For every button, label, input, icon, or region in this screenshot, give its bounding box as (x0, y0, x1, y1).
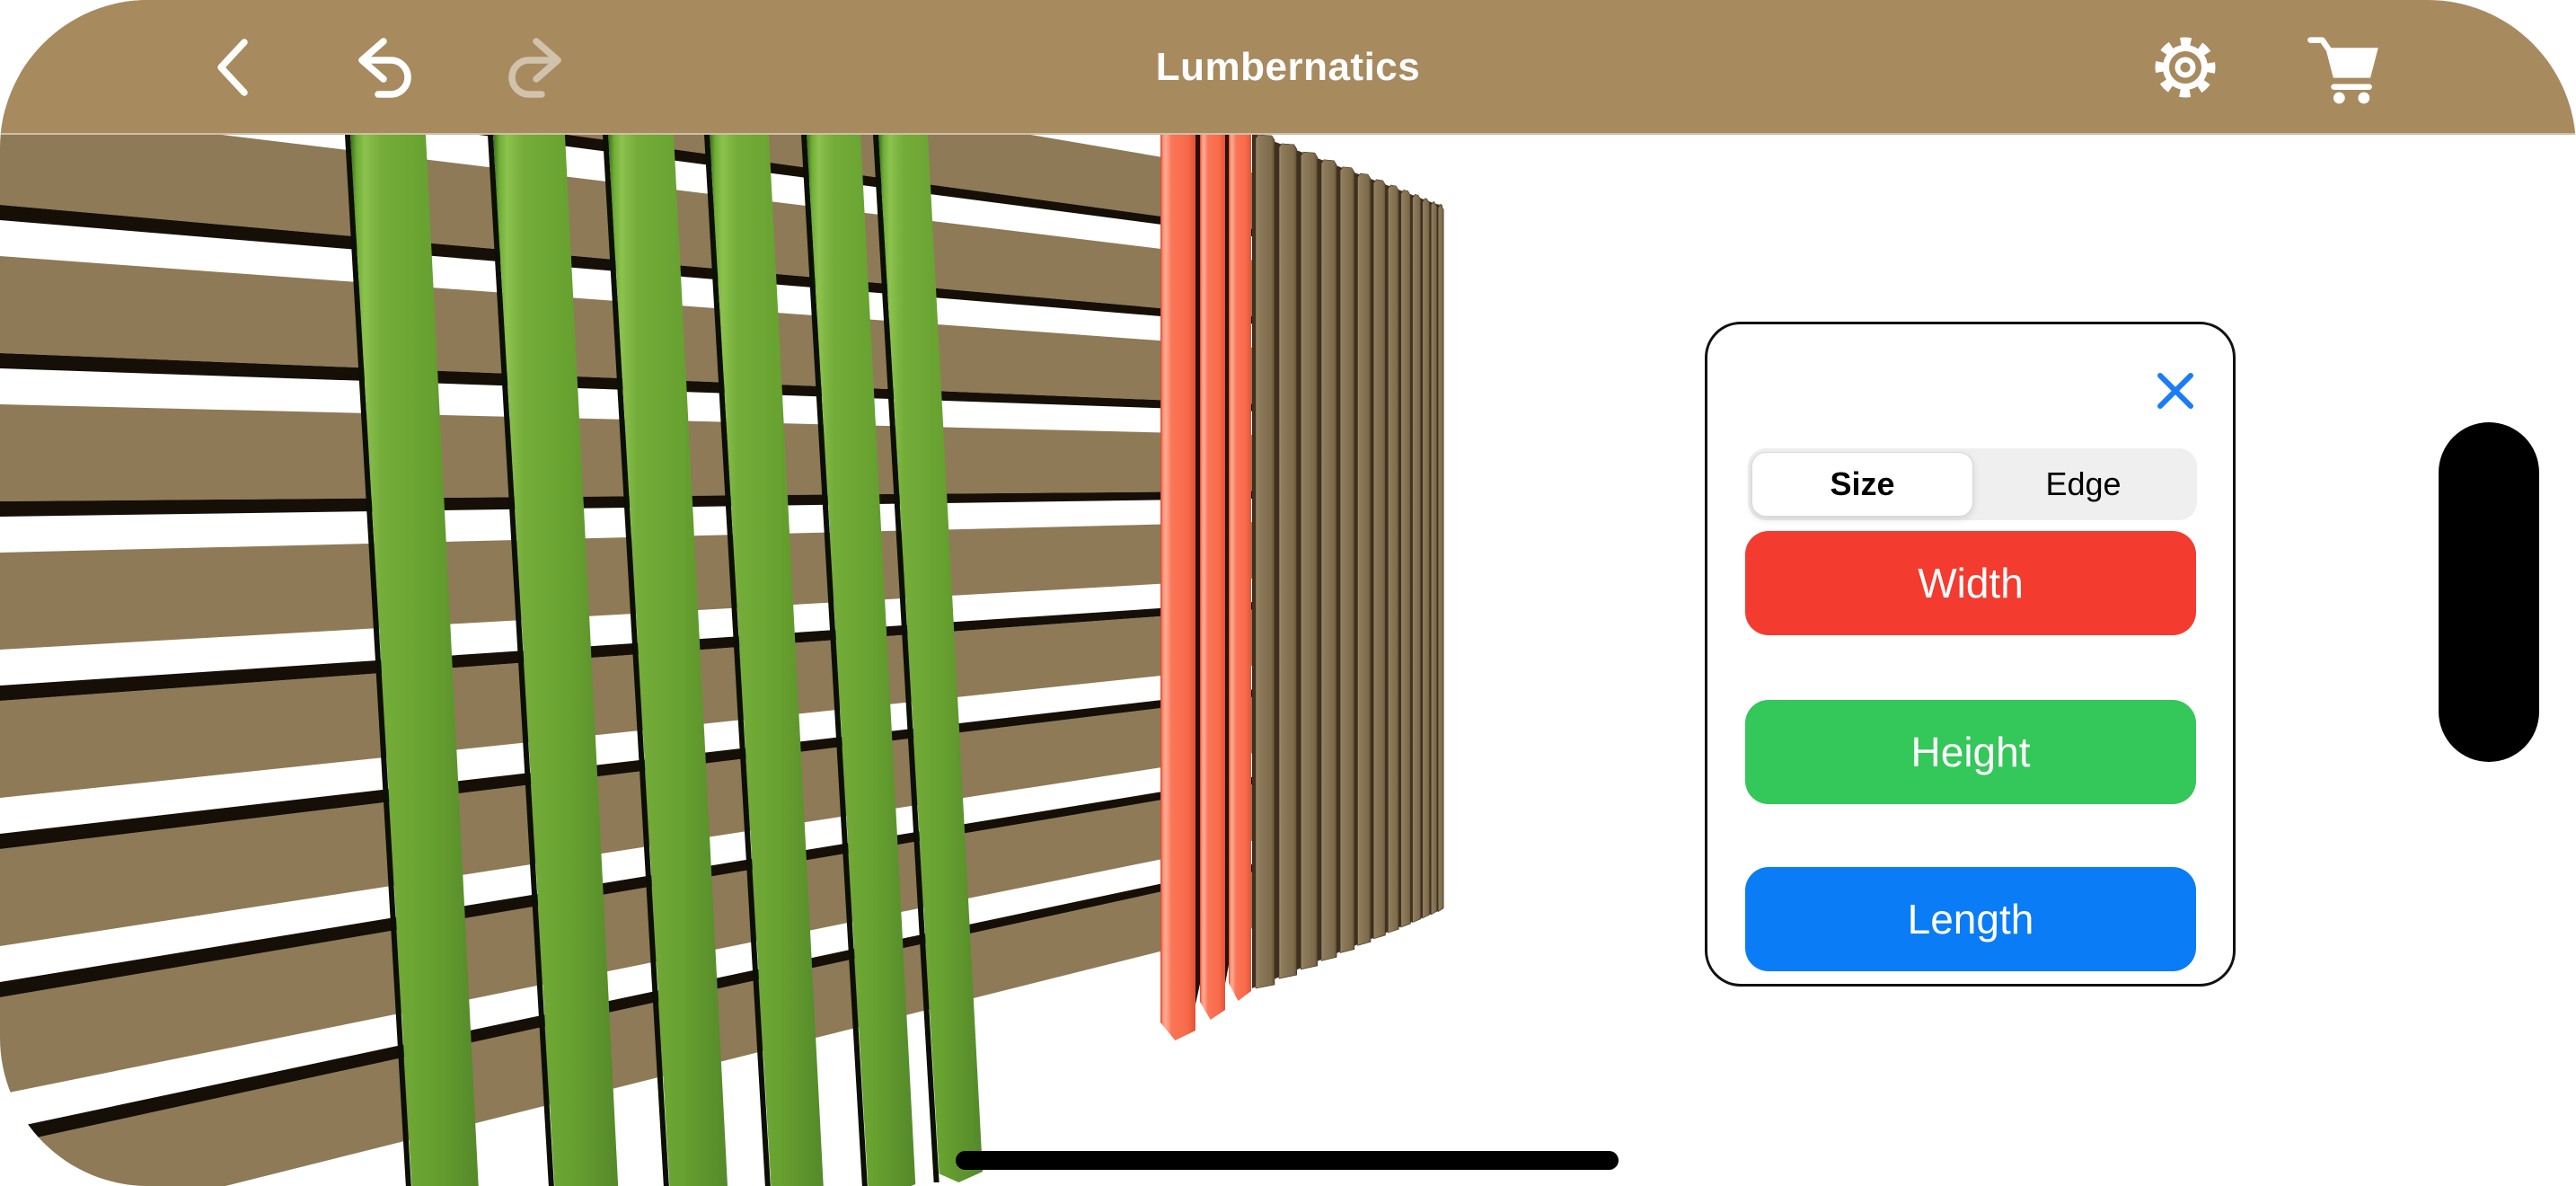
home-indicator[interactable] (956, 1151, 1619, 1170)
tab-size[interactable]: Size (1751, 452, 1973, 517)
dimension-panel: Size Edge Width Height Length (1705, 322, 2236, 987)
gear-icon (2144, 26, 2227, 109)
green-boards (345, 135, 984, 1186)
length-button[interactable]: Length (1745, 867, 2196, 971)
back-button[interactable] (193, 18, 274, 117)
segmented-control: Size Edge (1748, 448, 2197, 520)
corner-shadow (0, 1161, 54, 1186)
brown-boards (1255, 134, 1444, 989)
nav-right-group (2145, 0, 2387, 135)
shopping-cart-icon (2305, 30, 2389, 105)
settings-button[interactable] (2145, 18, 2226, 117)
dynamic-island (2439, 422, 2539, 762)
undo-icon (348, 31, 421, 104)
undo-button[interactable] (344, 18, 425, 117)
height-button[interactable]: Height (1745, 700, 2196, 804)
redo-button[interactable] (495, 18, 576, 117)
width-button[interactable]: Width (1745, 531, 2196, 635)
chevron-left-icon (210, 35, 257, 100)
nav-bar: Lumbernatics (0, 0, 2576, 135)
redo-icon (498, 31, 572, 104)
tab-edge[interactable]: Edge (2045, 465, 2122, 502)
close-icon (2152, 373, 2199, 417)
cart-button[interactable] (2307, 18, 2387, 117)
close-button[interactable] (2152, 367, 2199, 414)
nav-left-group (193, 0, 576, 135)
orange-boards (1160, 133, 1251, 1040)
